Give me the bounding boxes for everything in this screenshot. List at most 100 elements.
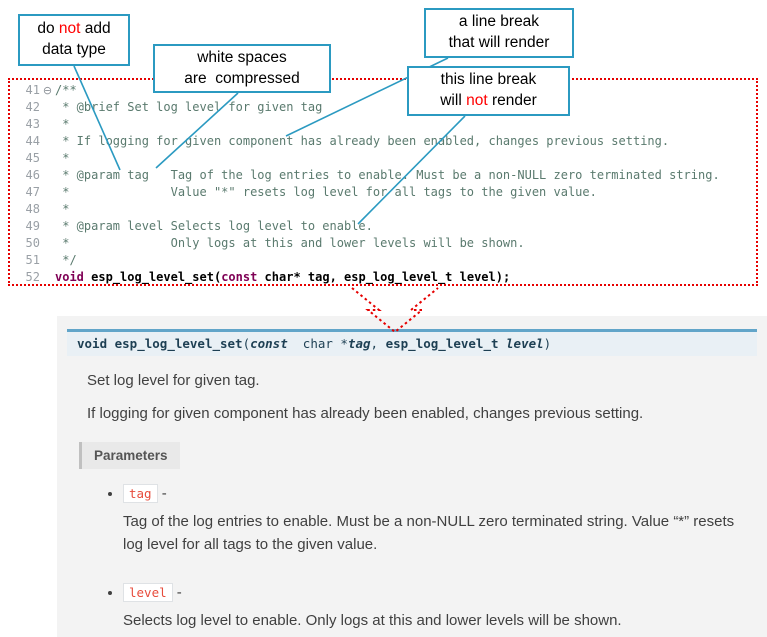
sig-arg-tag: tag <box>347 336 371 351</box>
param-name-chip: tag <box>123 484 158 503</box>
code-text: * <box>55 151 70 165</box>
callout-text: a line break <box>458 13 540 31</box>
callout-line: this line break <box>441 70 537 91</box>
fold-marker-icon <box>40 99 55 116</box>
callout-do-not-add-data-type: do not add data type <box>18 14 130 66</box>
code-line: 45 * <box>16 150 756 167</box>
fold-marker-icon <box>40 201 55 218</box>
parameter-item-level: level - Selects log level to enable. Onl… <box>123 583 757 633</box>
code-paren: ( <box>213 270 222 284</box>
fold-marker-icon <box>40 150 55 167</box>
callout-line: data type <box>42 40 106 61</box>
sig-paren-close: ) <box>543 336 552 351</box>
code-text: * <box>55 202 70 216</box>
line-number: 52 <box>25 270 40 284</box>
parameters-heading: Parameters <box>79 442 180 469</box>
sig-keyword-const: const <box>250 336 288 351</box>
param-dash: - <box>157 485 167 502</box>
code-text: void esp_log_level_set(const char* tag, … <box>55 269 510 286</box>
sig-comma: , <box>370 336 386 351</box>
code-line: 46 * @param tag Tag of the log entries t… <box>16 167 756 184</box>
callout-line: a line break <box>459 12 539 33</box>
code-args: char* tag, esp_log_level_t level); <box>257 270 511 284</box>
line-number: 42 <box>25 100 40 114</box>
code-line: 42 * @brief Set log level for given tag <box>16 99 756 116</box>
sig-arg-level: level <box>506 336 544 351</box>
code-text: /** <box>55 83 77 97</box>
code-line: 44 * If logging for given component has … <box>16 133 756 150</box>
callout-text: this line break <box>440 71 537 89</box>
param-description: Selects log level to enable. Only logs a… <box>123 612 622 629</box>
param-name-chip: level <box>123 583 173 602</box>
callout-line: that will render <box>449 33 550 54</box>
code-line: 41⊖/** <box>16 82 756 99</box>
callout-text-red: not <box>466 92 488 109</box>
code-line: 50 * Only logs at this and lower levels … <box>16 235 756 252</box>
callout-text: white spaces <box>197 48 287 66</box>
fold-marker-icon <box>40 235 55 252</box>
callout-text: data type <box>42 41 106 58</box>
keyword-const: const <box>221 270 258 284</box>
line-number: 50 <box>25 236 40 250</box>
code-line: 51 */ <box>16 252 756 269</box>
sig-paren: ( <box>242 336 251 351</box>
callout-white-spaces-compressed: white spaces are compressed <box>153 44 331 93</box>
function-name: esp_log_level_set <box>91 270 214 284</box>
fold-marker-icon <box>40 184 55 201</box>
line-number: 46 <box>25 168 40 182</box>
code-text: * @brief Set log level for given tag <box>55 100 323 114</box>
fold-marker-icon <box>40 252 55 269</box>
param-dash: - <box>172 584 182 601</box>
code-line-function-declaration: 52 void esp_log_level_set(const char* tag… <box>16 269 756 286</box>
line-number: 41 <box>25 83 40 97</box>
fold-marker-icon <box>40 133 55 150</box>
doc-brief-text: Set log level for given tag. <box>87 372 260 389</box>
code-text: */ <box>55 253 77 267</box>
param-description: Tag of the log entries to enable. Must b… <box>123 513 735 553</box>
fold-marker-icon <box>40 269 55 286</box>
fold-marker-icon <box>40 116 55 133</box>
code-editor-snippet: 41⊖/** 42 * @brief Set log level for giv… <box>8 78 758 286</box>
function-signature-bar: void esp_log_level_set(const char *tag, … <box>67 329 757 356</box>
code-line: 47 * Value "*" resets log level for all … <box>16 184 756 201</box>
callout-text: that will render <box>448 34 550 51</box>
rendered-docs-panel: void esp_log_level_set(const char *tag, … <box>57 316 767 637</box>
code-line: 43 * <box>16 116 756 133</box>
line-number: 48 <box>25 202 40 216</box>
fold-marker-icon <box>40 167 55 184</box>
sig-function-name: esp_log_level_set <box>107 336 243 351</box>
code-line: 49 * @param level Selects log level to e… <box>16 218 756 235</box>
sig-type-level: esp_log_level_t <box>385 336 499 351</box>
parameter-item-tag: tag - Tag of the log entries to enable. … <box>123 484 757 556</box>
code-text: * Only logs at this and lower levels wil… <box>55 236 525 250</box>
keyword-void: void <box>55 270 84 284</box>
callout-line-break-renders: a line break that will render <box>424 8 574 58</box>
code-text: * @param tag Tag of the log entries to e… <box>55 168 720 182</box>
code-text: * <box>55 117 70 131</box>
callout-line: are compressed <box>184 69 299 90</box>
fold-marker-icon: ⊖ <box>42 84 53 97</box>
callout-text: are compressed <box>184 69 300 87</box>
line-number: 45 <box>25 151 40 165</box>
doc-detail-text: If logging for given component has alrea… <box>87 405 644 422</box>
sig-keyword-void: void <box>77 336 108 351</box>
callout-text: do <box>37 20 59 38</box>
sig-space <box>499 336 507 351</box>
fold-marker-icon <box>40 218 55 235</box>
line-number: 43 <box>25 117 40 131</box>
line-number: 47 <box>25 185 40 199</box>
line-number: 51 <box>25 253 40 267</box>
line-number: 49 <box>25 219 40 233</box>
callout-line: will not render <box>440 91 537 112</box>
code-text: * If logging for given component has alr… <box>55 134 670 148</box>
callout-text: add <box>80 20 111 38</box>
sig-type-char: char * <box>287 336 348 351</box>
parameter-list: tag - Tag of the log entries to enable. … <box>67 484 757 633</box>
callout-line: white spaces <box>197 48 287 69</box>
callout-text: will <box>440 92 467 109</box>
code-line: 48 * <box>16 201 756 218</box>
callout-text-red: not <box>58 20 81 38</box>
code-text: * Value "*" resets log level for all tag… <box>55 185 597 199</box>
callout-line-break-not-render: this line break will not render <box>407 66 570 116</box>
